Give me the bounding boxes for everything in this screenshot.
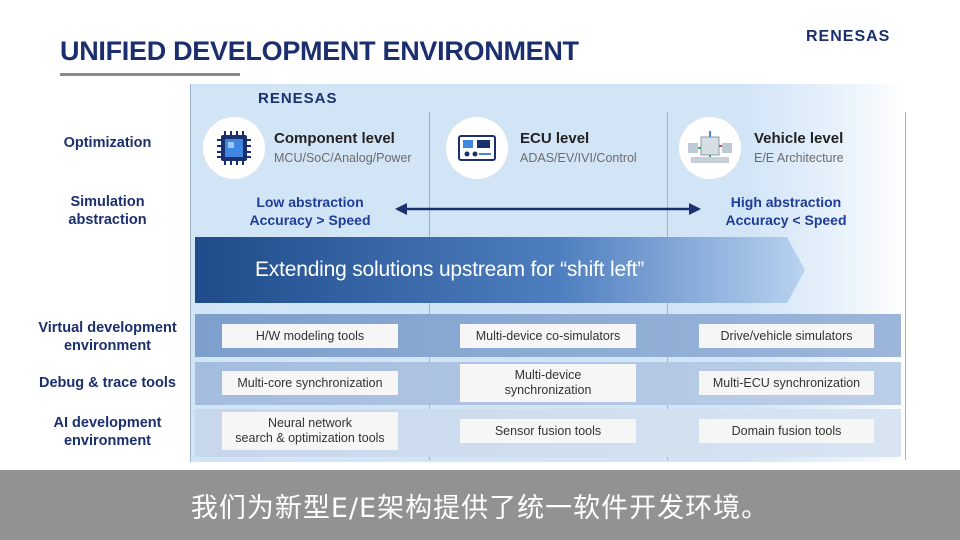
vehicle-architecture-icon	[679, 117, 741, 179]
circuit-board-icon	[446, 117, 508, 179]
page-title: UNIFIED DEVELOPMENT ENVIRONMENT	[60, 36, 579, 66]
shift-left-text: Extending solutions upstream for “shift …	[255, 258, 645, 281]
tool-box: Multi-device synchronization	[460, 364, 636, 402]
tool-box: Domain fusion tools	[699, 419, 874, 443]
row-label-ai-development: AI development environment	[53, 415, 162, 449]
tool-box: Multi-device co-simulators	[460, 324, 636, 348]
subtitle-bar: 我们为新型E/E架构提供了统一软件开发环境。	[0, 470, 960, 540]
tool-box: Drive/vehicle simulators	[699, 324, 874, 348]
shift-left-arrow	[195, 237, 805, 303]
level-subtitle: ADAS/EV/IVI/Control	[520, 151, 637, 165]
column-divider	[905, 112, 906, 460]
tool-box: Neural network search & optimization too…	[222, 412, 398, 450]
high-abstraction-label: High abstraction Accuracy < Speed	[725, 194, 847, 228]
chip-icon	[203, 117, 265, 179]
renesas-panel-logo: RENESAS	[258, 90, 338, 107]
panel-left-edge	[190, 84, 191, 462]
level-title: Vehicle level	[754, 130, 844, 147]
tool-box: H/W modeling tools	[222, 324, 398, 348]
level-subtitle: MCU/SoC/Analog/Power	[274, 151, 412, 165]
tool-box: Multi-core synchronization	[222, 371, 398, 395]
title-underline	[60, 73, 240, 76]
level-title: ECU level	[520, 130, 590, 147]
level-subtitle: E/E Architecture	[754, 151, 844, 165]
abstraction-double-arrow	[395, 203, 701, 215]
low-abstraction-label: Low abstraction Accuracy > Speed	[249, 194, 371, 228]
row-label-simulation-abstraction: Simulation abstraction	[68, 194, 147, 228]
subtitle-text: 我们为新型E/E架构提供了统一软件开发环境。	[190, 492, 770, 524]
renesas-logo: RENESAS	[806, 28, 891, 45]
level-title: Component level	[274, 130, 395, 147]
row-label-virtual-development: Virtual development environment	[38, 320, 177, 354]
row-label-optimization: Optimization	[63, 135, 152, 151]
tool-box: Multi-ECU synchronization	[699, 371, 874, 395]
tool-box: Sensor fusion tools	[460, 419, 636, 443]
row-label-debug-trace: Debug & trace tools	[39, 375, 176, 391]
